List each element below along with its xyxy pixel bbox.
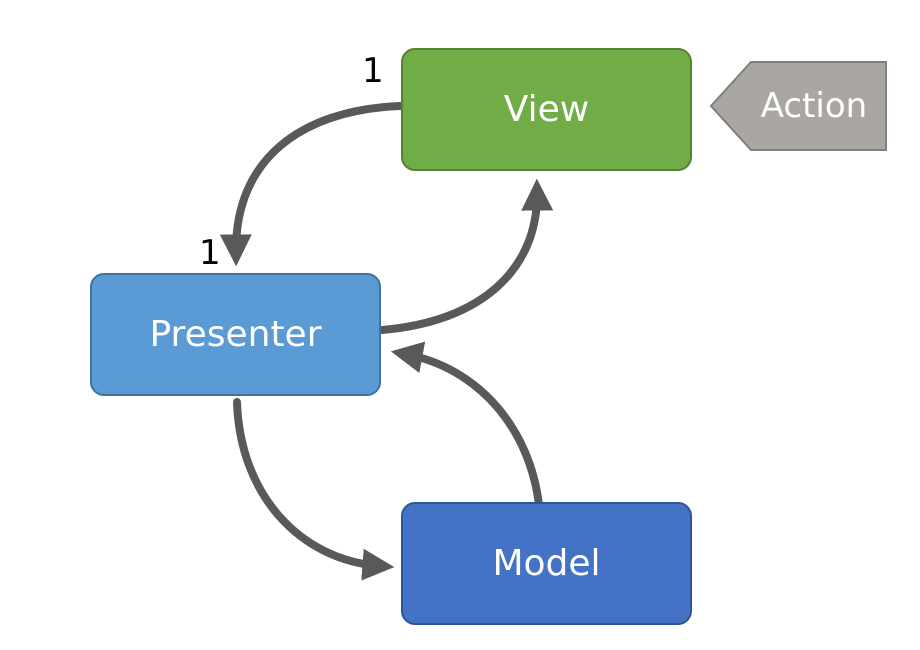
presenter-node-label: Presenter bbox=[149, 314, 322, 355]
edge-presenter-to-model bbox=[233, 398, 395, 581]
presenter-multiplicity: 1 bbox=[199, 233, 221, 273]
edge-presenter-to-view bbox=[378, 178, 554, 334]
view-node-label: View bbox=[503, 89, 590, 130]
model-node: Model bbox=[401, 502, 692, 625]
view-multiplicity: 1 bbox=[362, 51, 384, 91]
view-node: View bbox=[401, 48, 692, 171]
model-node-label: Model bbox=[492, 543, 601, 584]
action-pentagon-shape bbox=[709, 61, 887, 151]
edge-view-to-presenter bbox=[219, 102, 404, 267]
action-label: Action bbox=[760, 86, 868, 126]
edge-model-to-presenter bbox=[390, 341, 543, 509]
presenter-node: Presenter bbox=[90, 273, 381, 396]
